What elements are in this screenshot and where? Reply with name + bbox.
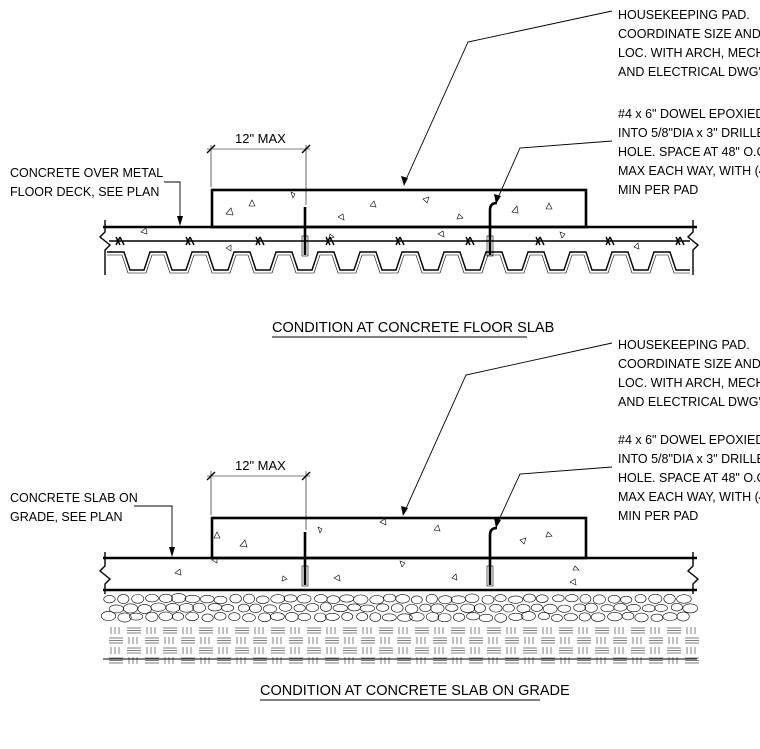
- detail-slab-on-grade: HOUSEKEEPING PAD. COORDINATE SIZE AND LO…: [10, 338, 760, 701]
- detail-title-2: CONDITION AT CONCRETE SLAB ON GRADE: [260, 683, 570, 699]
- dowel-note-2: #4 x 6" DOWEL EPOXIED INTO 5/8"DIA x 3" …: [618, 433, 760, 523]
- leader-lines-1: [164, 10, 613, 226]
- dimension-12-max-1: 12" MAX: [206, 131, 311, 205]
- concrete-aggregate-1: [140, 191, 640, 252]
- detail-title-1: CONDITION AT CONCRETE FLOOR SLAB: [272, 320, 554, 336]
- rebar-chairs-1: [115, 236, 685, 246]
- slab-1: [98, 220, 700, 275]
- dowels-1: [301, 201, 498, 257]
- dowel-note-1: #4 x 6" DOWEL EPOXIED INTO 5/8"DIA x 3" …: [618, 107, 760, 197]
- dimension-12-max-2: 12" MAX: [206, 458, 311, 530]
- dimension-label-1: 12" MAX: [235, 131, 286, 146]
- pad-note-2: HOUSEKEEPING PAD. COORDINATE SIZE AND LO…: [618, 338, 760, 409]
- concrete-aggregate-2: [174, 518, 580, 586]
- slab-note-2: CONCRETE SLAB ON GRADE, SEE PLAN: [10, 491, 141, 524]
- housekeeping-pad-1: [210, 188, 588, 229]
- leader-lines-2: [134, 342, 613, 557]
- gravel-base: [101, 593, 699, 664]
- pad-note-1: HOUSEKEEPING PAD. COORDINATE SIZE AND LO…: [618, 8, 760, 79]
- housekeeping-pad-2: [210, 516, 588, 560]
- slab-note-1: CONCRETE OVER METAL FLOOR DECK, SEE PLAN: [10, 166, 166, 199]
- gravel-stones: [101, 593, 699, 623]
- detail-floor-slab: HOUSEKEEPING PAD. COORDINATE SIZE AND LO…: [10, 8, 760, 338]
- metal-deck-1: [107, 251, 690, 274]
- dimension-label-2: 12" MAX: [235, 458, 286, 473]
- reinforcing-line-1: [109, 236, 690, 246]
- dowels-2: [301, 526, 498, 587]
- compacted-soil: [109, 627, 699, 664]
- slab-2: [98, 552, 700, 594]
